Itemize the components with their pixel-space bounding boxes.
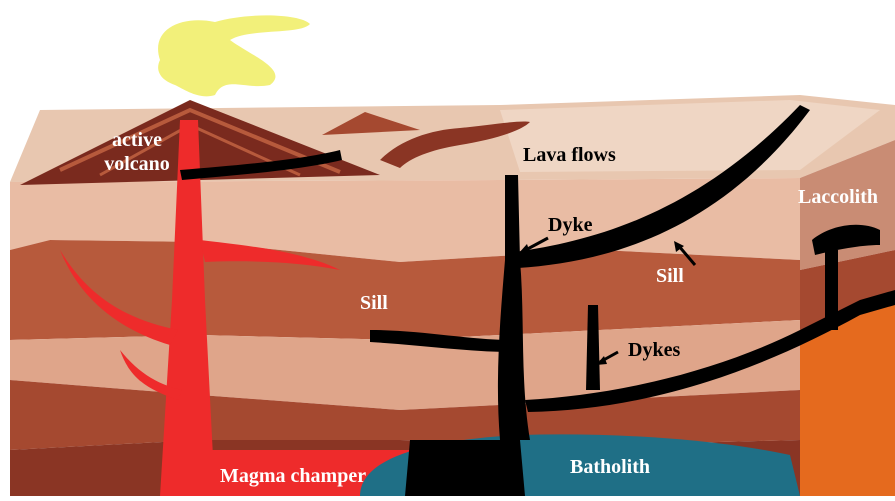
black-intrusion-base: [405, 440, 525, 496]
label-laccolith: Laccolith: [798, 185, 878, 209]
label-dykes: Dykes: [628, 338, 680, 362]
label-batholith: Batholith: [570, 455, 650, 479]
laccolith-feeder: [825, 250, 838, 330]
label-active-volcano-line1: active: [92, 128, 182, 152]
small-dyke: [586, 305, 600, 390]
label-lava-flows: Lava flows: [523, 143, 616, 167]
label-dyke: Dyke: [548, 213, 592, 237]
label-sill-left: Sill: [360, 291, 388, 315]
label-magma-chamber: Magma champer: [220, 464, 366, 488]
label-sill-right: Sill: [656, 264, 684, 288]
label-active-volcano-line2: volcano: [92, 152, 182, 176]
ash-cloud: [158, 15, 310, 96]
label-active-volcano: active volcano: [92, 128, 182, 176]
